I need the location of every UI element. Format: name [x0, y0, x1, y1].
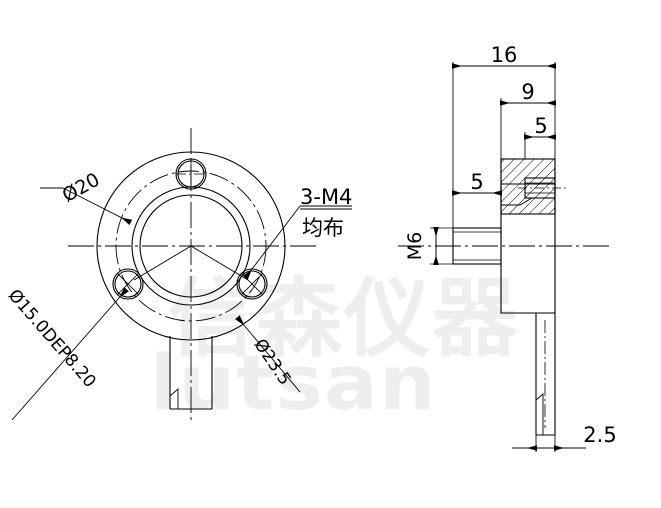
bottom-tab: [169, 336, 213, 410]
dim-label-5-left: 5: [470, 170, 483, 194]
m4-hole-right: [236, 268, 268, 300]
dimension-extension-lines: [430, 62, 556, 452]
label-hole-note-line2: 均布: [302, 216, 344, 240]
centerlines: [68, 128, 316, 420]
bore-inner-circle: [139, 194, 243, 298]
dim-label-m6: M6: [404, 232, 426, 260]
label-hole-note-line1: 3-M4: [300, 185, 352, 209]
hatched-boss: [500, 158, 556, 215]
label-outer-diameter: Ø23.5: [250, 335, 295, 389]
boss-bore: [518, 177, 566, 199]
side-bottom-tab: [535, 313, 556, 436]
label-bolt-circle-note: Ø15.0DEP8.20: [4, 286, 100, 392]
dim-label-16: 16: [491, 43, 518, 67]
dimension-lines: [433, 63, 586, 451]
m6-stud: [452, 227, 502, 265]
side-view-geometry: [398, 158, 610, 436]
dim-label-5-upper: 5: [534, 114, 547, 138]
dim-label-9: 9: [521, 80, 534, 104]
bolt-circle: [115, 170, 267, 322]
dim-label-2p5: 2.5: [583, 423, 616, 447]
label-bore-diameter: Ø20: [59, 169, 104, 207]
m4-hole-left: [112, 268, 144, 300]
outer-circle: [96, 151, 286, 341]
front-view-leaders: [11, 187, 352, 421]
m4-hole-top: [175, 158, 207, 190]
